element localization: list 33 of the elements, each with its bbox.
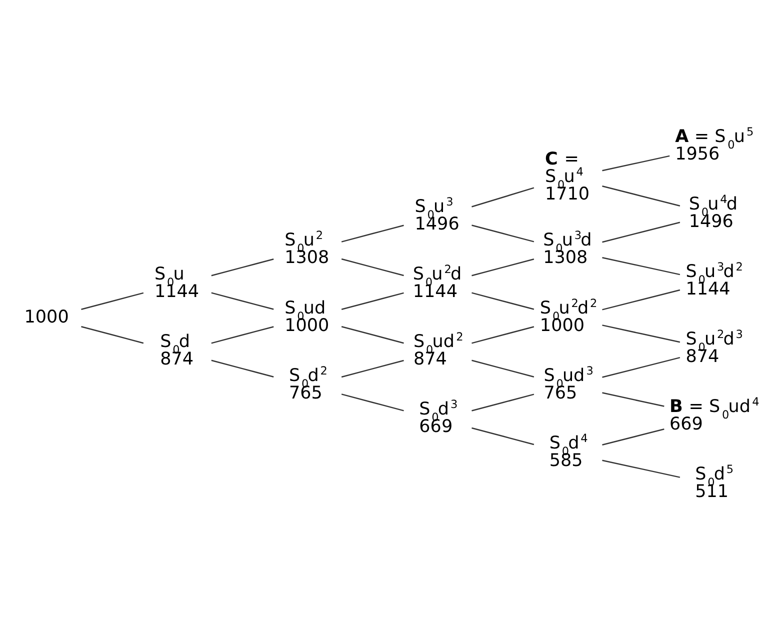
connector <box>602 256 680 275</box>
connector <box>472 359 534 377</box>
connector <box>602 221 680 242</box>
connector <box>341 292 404 310</box>
connector <box>211 326 274 344</box>
connector <box>341 224 404 242</box>
node-text: 1000 <box>24 307 69 328</box>
connector <box>472 292 534 310</box>
connector <box>472 326 534 344</box>
connector <box>602 324 680 342</box>
connector <box>602 185 680 206</box>
connector <box>602 428 664 445</box>
connector <box>341 326 404 344</box>
connector <box>472 186 534 207</box>
connector <box>81 326 144 344</box>
connector <box>211 292 274 310</box>
connector <box>602 356 680 378</box>
connector <box>602 154 670 171</box>
connector <box>81 292 144 310</box>
connector <box>341 393 404 411</box>
connector <box>472 224 534 242</box>
connector <box>341 258 404 276</box>
connector <box>472 393 534 411</box>
connector <box>602 459 680 478</box>
node-text: B = S$_{0}$ud$^{4}$ 669 <box>669 395 760 434</box>
node-text: A = S$_{0}$u$^{5}$ 1956 <box>675 124 754 164</box>
connector <box>472 426 534 445</box>
connector <box>341 359 404 378</box>
connector <box>602 392 664 406</box>
connector <box>602 288 680 310</box>
connector <box>472 258 534 276</box>
connector <box>211 258 274 276</box>
connector <box>211 359 274 377</box>
